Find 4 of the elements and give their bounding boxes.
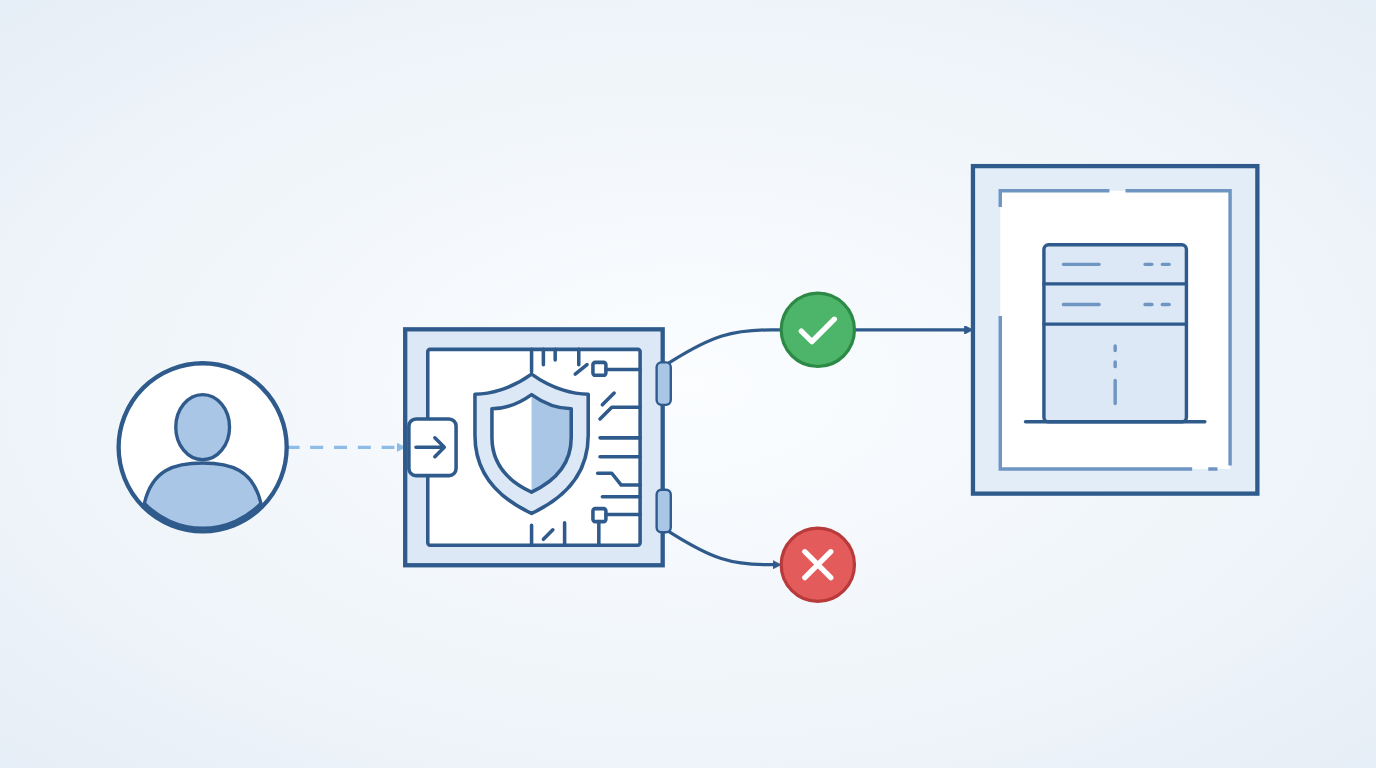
node-picture [970,163,1260,496]
node-circle [779,291,857,369]
node-circle [779,526,857,603]
node-person [116,361,289,534]
